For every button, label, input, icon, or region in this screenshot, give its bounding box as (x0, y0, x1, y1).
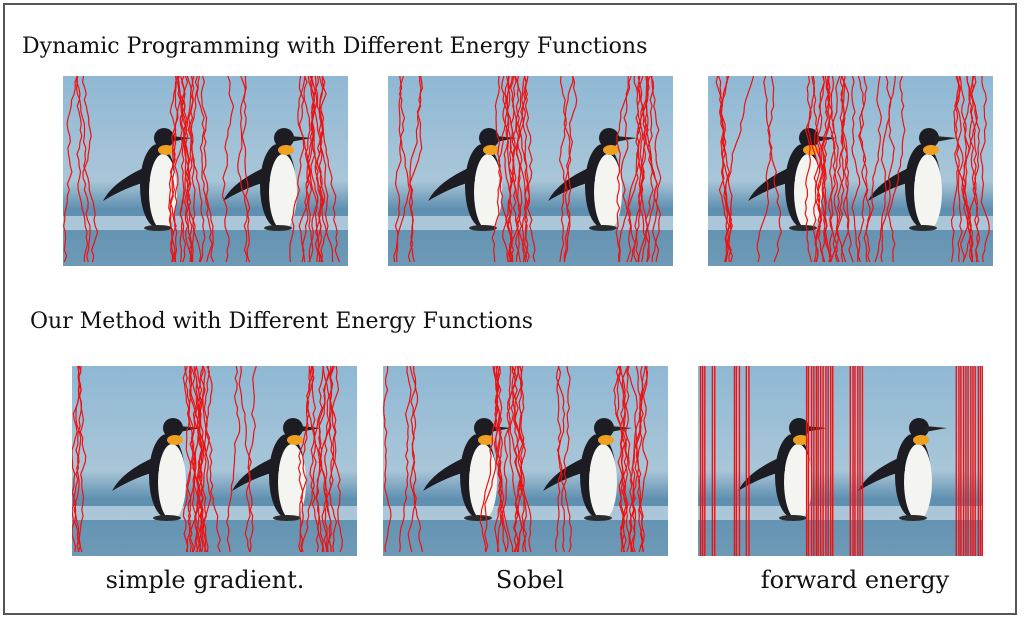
heading-dynamic-programming: Dynamic Programming with Different Energ… (22, 34, 648, 59)
caption-sobel: Sobel (495, 566, 565, 594)
dp-simple-gradient-image (63, 76, 348, 266)
caption-forward-energy: forward energy (760, 566, 950, 594)
caption-simple-gradient: simple gradient. (105, 566, 305, 594)
ours-sobel-image (383, 366, 668, 556)
ours-simple-gradient-image (72, 366, 357, 556)
dp-forward-energy-image (708, 76, 993, 266)
dp-sobel-image (388, 76, 673, 266)
heading-our-method: Our Method with Different Energy Functio… (30, 309, 534, 334)
ours-forward-energy-image (698, 366, 983, 556)
